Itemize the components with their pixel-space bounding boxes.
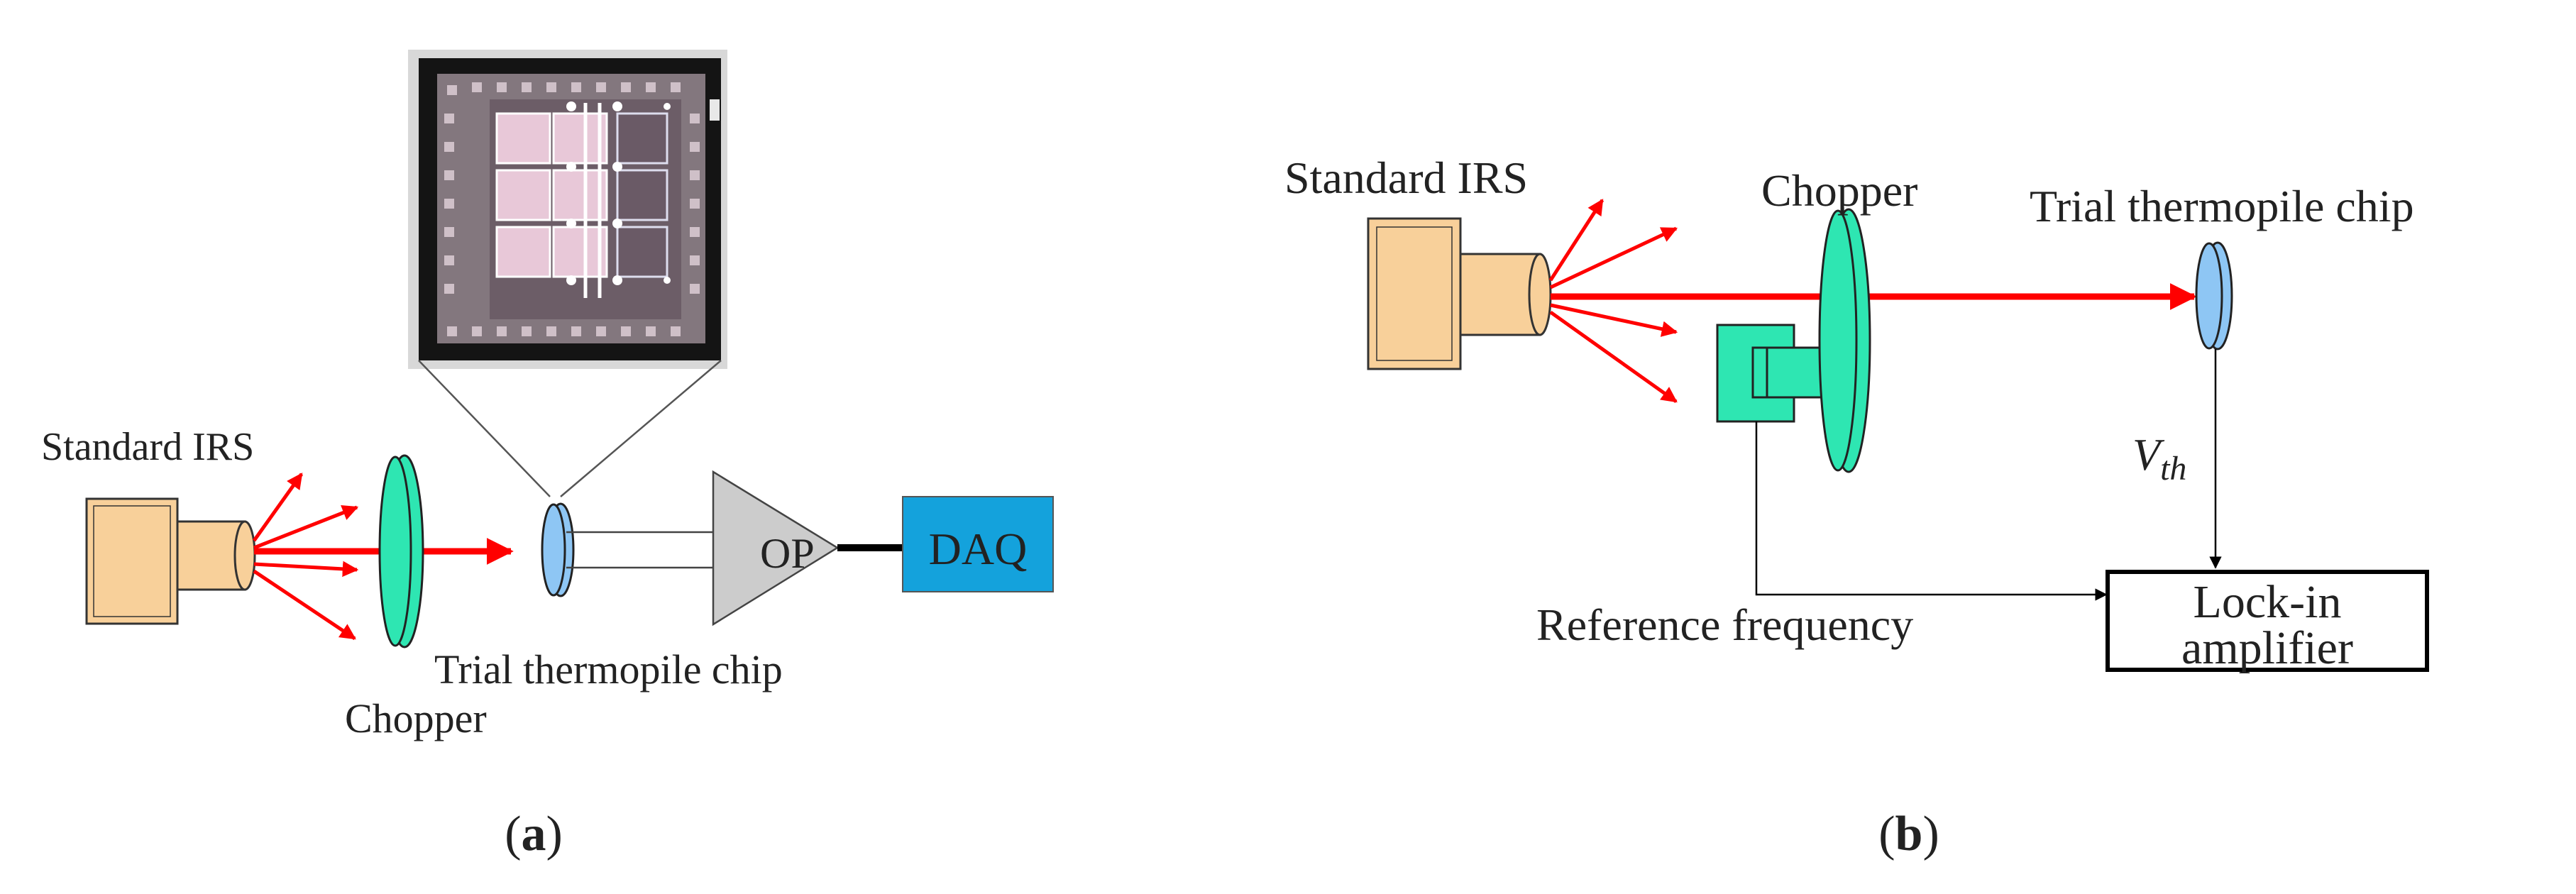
chopper-icon [1716, 208, 1871, 473]
panel-b: Lock-in amplifier Standard IRS Chopper T… [1284, 153, 2429, 861]
thermopile-chip-icon [2195, 241, 2233, 351]
ir-source-icon [1367, 217, 1552, 370]
op-amp-icon [712, 470, 840, 627]
chopper-label-b: Chopper [1761, 165, 1917, 216]
voltage-label: Vth [2132, 429, 2186, 487]
source-label-a: Standard IRS [41, 425, 254, 469]
reference-frequency-label: Reference frequency [1536, 600, 1913, 650]
zoom-line-right [560, 360, 722, 497]
caption-a: (a) [505, 807, 563, 861]
lock-in-amplifier-box [2106, 570, 2429, 672]
op-amp-label: OP [760, 530, 815, 577]
ir-source-icon [85, 497, 256, 625]
lock-in-label-line2: amplifier [2181, 622, 2353, 674]
ir-ray-group [1548, 199, 1678, 404]
thermopile-chip-icon [541, 502, 575, 597]
chopper-label-a: Chopper [345, 695, 487, 741]
reference-wire [1755, 421, 2108, 601]
lock-in-label-line1: Lock-in [2194, 576, 2342, 628]
chip-label-a: Trial thermopile chip [434, 646, 783, 692]
ir-ray-group [252, 473, 359, 641]
chopper-icon [378, 454, 424, 649]
zoom-line-left [418, 360, 551, 497]
source-label-b: Standard IRS [1284, 153, 1528, 203]
panel-a: OP DAQ Standard IRS Trial thermopile chi… [41, 50, 1054, 861]
daq-label: DAQ [929, 524, 1028, 574]
caption-b: (b) [1878, 807, 1939, 861]
chip-label-b: Trial thermopile chip [2030, 181, 2414, 231]
chip-micrograph [408, 50, 727, 369]
daq-box [902, 496, 1054, 592]
